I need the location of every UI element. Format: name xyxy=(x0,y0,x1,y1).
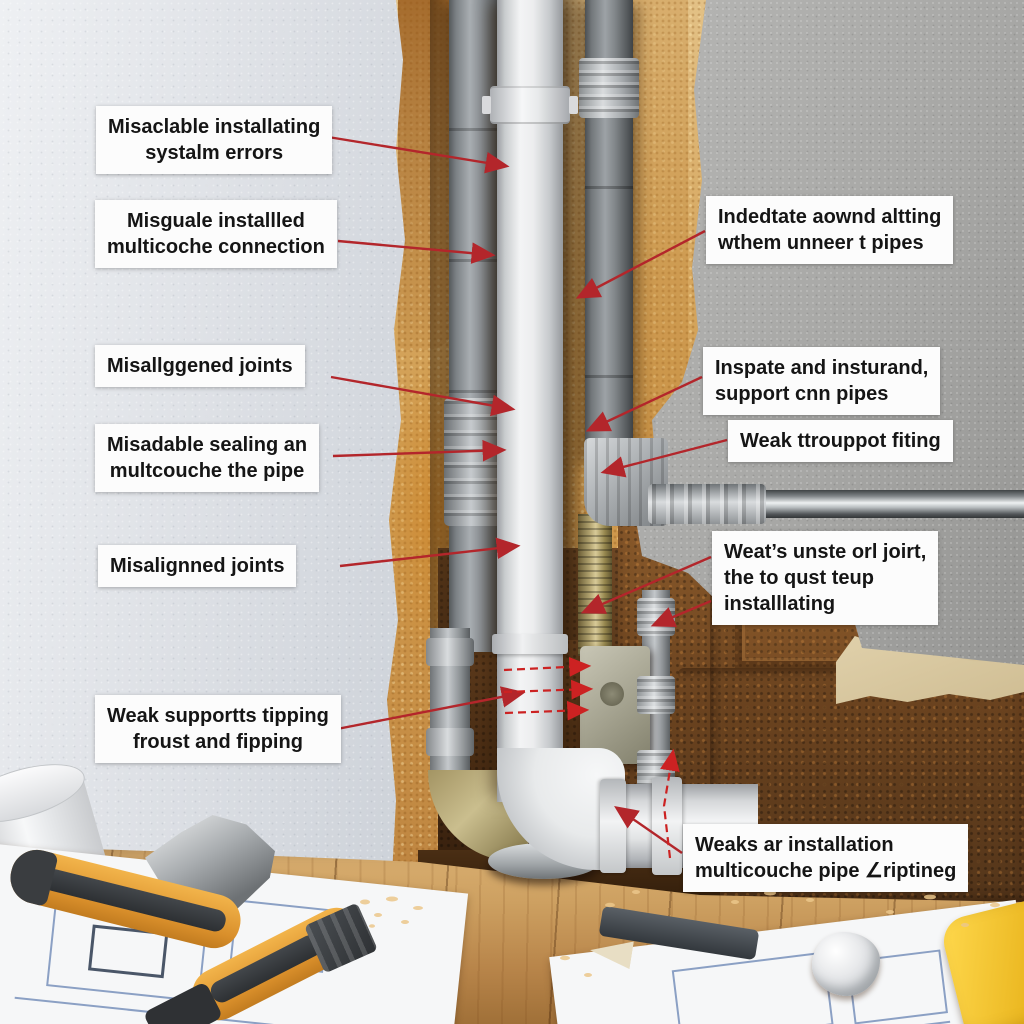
callout-label-4: Misadable sealing an multcouche the pipe xyxy=(95,424,320,492)
pvc-coupling xyxy=(482,86,578,124)
callout-label-2: Misguale installled multicoche connectio… xyxy=(95,200,337,268)
pvc-ring xyxy=(652,777,682,875)
junction-box-hole xyxy=(600,682,624,706)
pvc-socket xyxy=(492,634,568,654)
callout-label-8: Inspate and insturand, support cnn pipes xyxy=(703,347,941,415)
pipe-coupling xyxy=(426,638,474,666)
pipe-coupling xyxy=(579,58,639,118)
pipe-gap-shadow xyxy=(430,0,450,630)
callout-label-11: Weaks ar installation multicouche pipe ∠… xyxy=(683,824,969,892)
pipe-coupling xyxy=(637,598,675,636)
pvc-ring xyxy=(600,779,626,873)
callout-label-7: Indedtate aownd altting wthem unneer t p… xyxy=(706,196,954,264)
pipe-coupling xyxy=(444,398,504,526)
chrome-pipe-coupling xyxy=(648,484,766,524)
pipe-coupling xyxy=(426,728,474,756)
callout-label-10: Weat’s unste orl joirt, the to qust teup… xyxy=(712,531,939,625)
coupling-tab xyxy=(569,96,578,114)
callout-label-9: Weak ttrouppot fiting xyxy=(728,420,953,462)
blueprint-drawing xyxy=(671,951,834,1024)
crumpled-paper xyxy=(812,932,880,996)
pipe-coupling xyxy=(637,676,675,714)
callout-label-5: Misalignned joints xyxy=(98,545,297,587)
callout-label-6: Weak supportts tipping froust and fippin… xyxy=(95,695,341,763)
coupling-tab xyxy=(482,96,491,114)
callout-label-3: Misallggened joints xyxy=(95,345,305,387)
brass-threaded-pipe xyxy=(578,514,612,656)
callout-label-1: Misaclable installating systalm errors xyxy=(96,106,333,174)
